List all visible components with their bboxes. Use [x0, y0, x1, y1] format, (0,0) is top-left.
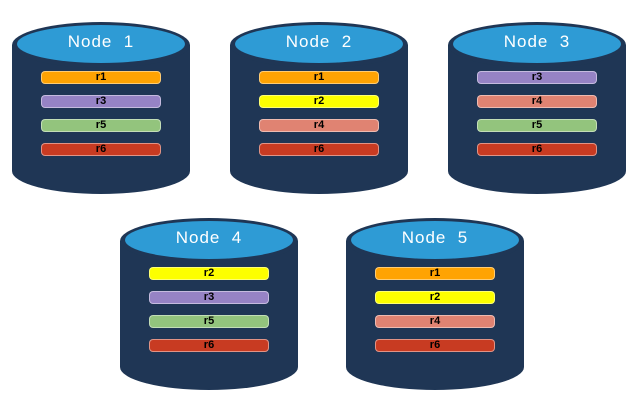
cylinder-top-rim — [230, 22, 408, 68]
row-bottom: Node 4 r2 r3 r5 r6 Node 5 r1 r2 r4 r6 — [120, 218, 524, 390]
replica-bar: r4 — [375, 315, 495, 328]
cylinder-top-rim — [448, 22, 626, 68]
replica-bar: r2 — [149, 267, 269, 280]
replica-bar: r3 — [477, 71, 597, 84]
node-label: Node 4 — [175, 228, 243, 247]
replica-bar: r1 — [259, 71, 379, 84]
replica-bar: r6 — [375, 339, 495, 352]
database-node: Node 1 r1 r3 r5 r6 — [12, 22, 190, 194]
replica-bar: r4 — [477, 95, 597, 108]
replica-list: r3 r4 r5 r6 — [477, 71, 597, 156]
replica-bar: r5 — [477, 119, 597, 132]
replica-bar: r2 — [259, 95, 379, 108]
cylinder-top-face — [351, 221, 519, 259]
replica-list: r1 r2 r4 r6 — [259, 71, 379, 156]
replica-bar: r5 — [149, 315, 269, 328]
database-node: Node 4 r2 r3 r5 r6 — [120, 218, 298, 390]
cylinder-top-face — [453, 25, 621, 63]
replica-bar: r4 — [259, 119, 379, 132]
node-label: Node 1 — [67, 32, 135, 51]
replica-bar: r6 — [149, 339, 269, 352]
replica-bar: r6 — [259, 143, 379, 156]
replica-bar: r6 — [41, 143, 161, 156]
replica-list: r2 r3 r5 r6 — [149, 267, 269, 352]
database-node: Node 2 r1 r2 r4 r6 — [230, 22, 408, 194]
cylinder-top-face — [235, 25, 403, 63]
cylinder-top-rim — [120, 218, 298, 264]
replica-bar: r5 — [41, 119, 161, 132]
node-label: Node 3 — [503, 32, 571, 51]
replica-list: r1 r3 r5 r6 — [41, 71, 161, 156]
node-label: Node 5 — [401, 228, 469, 247]
replica-bar: r1 — [41, 71, 161, 84]
row-top: Node 1 r1 r3 r5 r6 Node 2 r1 r2 r4 r6 Node 3 r3 r4 r5… — [12, 22, 626, 194]
replica-bar: r6 — [477, 143, 597, 156]
database-node: Node 5 r1 r2 r4 r6 — [346, 218, 524, 390]
cylinder-top-rim — [346, 218, 524, 264]
cylinder-top-face — [125, 221, 293, 259]
replica-bar: r3 — [149, 291, 269, 304]
database-node: Node 3 r3 r4 r5 r6 — [448, 22, 626, 194]
replica-bar: r3 — [41, 95, 161, 108]
replica-bar: r2 — [375, 291, 495, 304]
node-label: Node 2 — [285, 32, 353, 51]
replica-list: r1 r2 r4 r6 — [375, 267, 495, 352]
cylinder-top-rim — [12, 22, 190, 68]
replica-bar: r1 — [375, 267, 495, 280]
cylinder-top-face — [17, 25, 185, 63]
